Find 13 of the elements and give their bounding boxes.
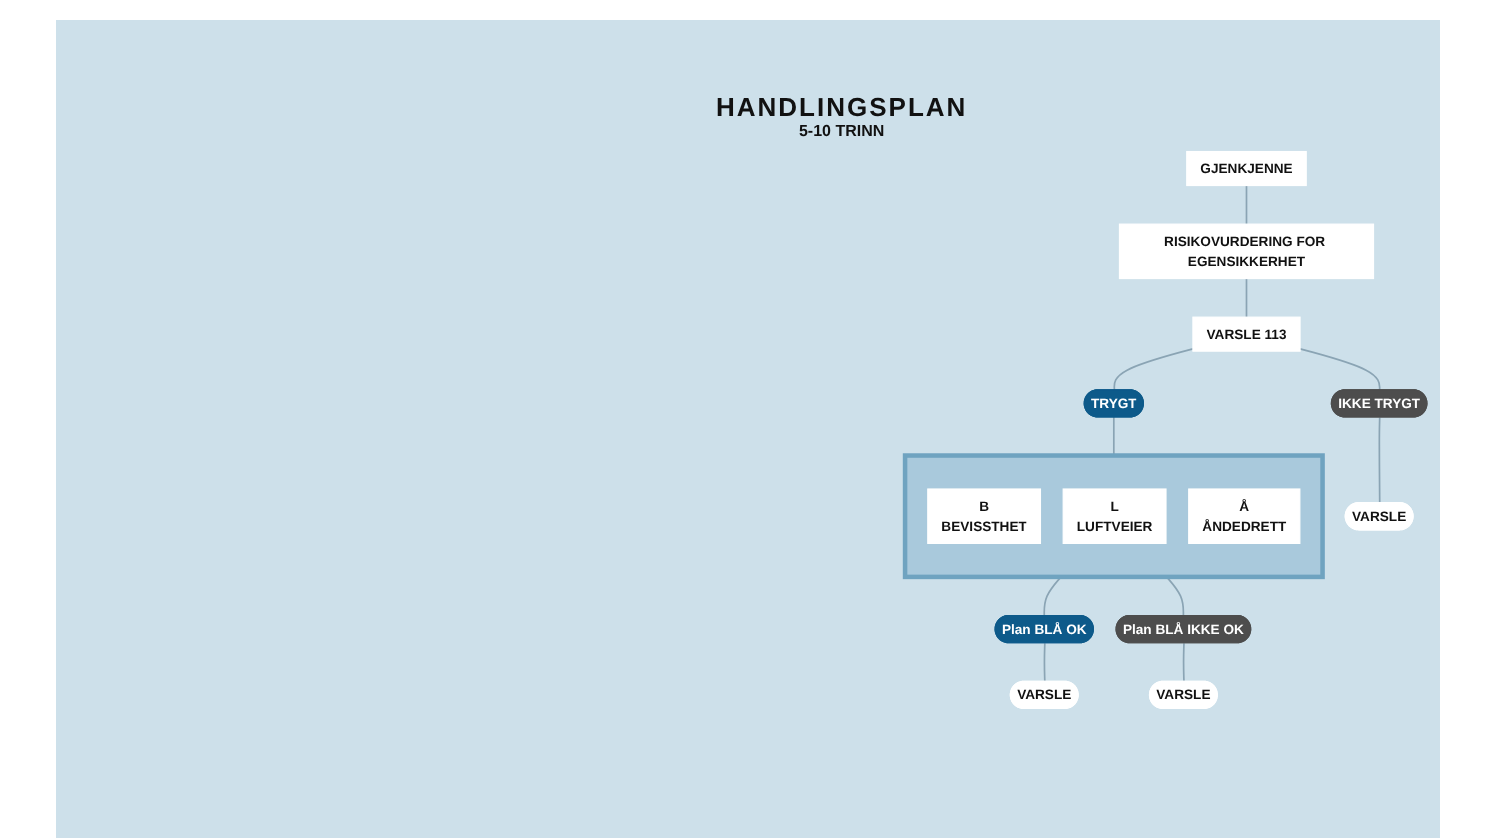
connector: [1165, 576, 1185, 617]
connector: [1043, 642, 1046, 683]
connector: [1245, 277, 1248, 318]
connector: [1299, 347, 1381, 392]
connector: [1112, 416, 1115, 457]
subtitle: 5-10 TRINN: [796, 122, 887, 140]
title: HANDLINGSPLAN: [716, 92, 968, 122]
connector: [1113, 347, 1194, 392]
cluster: [902, 453, 1325, 580]
connector: [1245, 184, 1248, 225]
connector: [1182, 642, 1185, 683]
connector: [1043, 576, 1062, 617]
connector: [1378, 416, 1381, 505]
